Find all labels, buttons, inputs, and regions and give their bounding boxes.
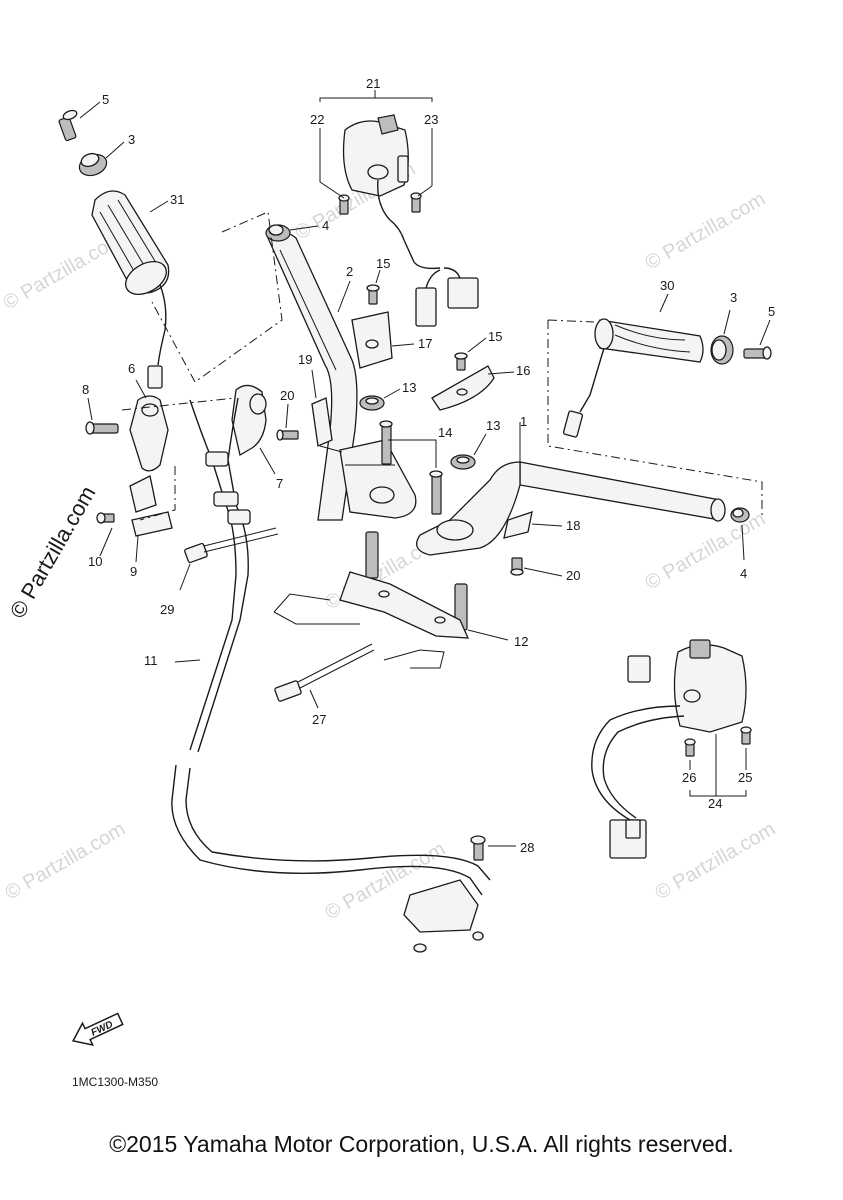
callout-22: 22 [310,112,324,127]
callout-18: 18 [566,518,580,533]
callout-19: 19 [298,352,312,367]
callout-15: 15 [488,329,502,344]
callout-5: 5 [768,304,775,319]
bolt-28 [470,835,516,861]
callout-17: 17 [418,336,432,351]
throttle-cable-11 [171,397,491,953]
callout-10: 10 [88,554,102,569]
callout-20: 20 [566,568,580,583]
watermark: © Partzilla.com [652,818,780,904]
callout-20: 20 [280,388,294,403]
callout-12: 12 [514,634,528,649]
copyright-footer: ©2015 Yamaha Motor Corporation, U.S.A. A… [109,1131,734,1157]
fastener-parts [276,269,563,577]
watermark-layer: © Partzilla.com © Partzilla.com © Partzi… [0,158,779,924]
callout-2: 2 [346,264,353,279]
callout-25: 25 [738,770,752,785]
callout-labels: 1 2 3 3 4 4 5 5 6 7 8 9 10 11 12 13 13 1… [82,76,775,855]
callout-11: 11 [144,653,158,668]
callout-9: 9 [130,564,137,579]
callout-31: 31 [170,192,184,207]
assembly-bracket-right [547,319,763,518]
callout-23: 23 [424,112,438,127]
callout-28: 28 [520,840,534,855]
callout-3: 3 [128,132,135,147]
callout-16: 16 [516,363,530,378]
right-grip-assembly [562,293,772,438]
bolt-5-left [58,109,78,142]
callout-4: 4 [322,218,329,233]
handlebar-holder-12 [273,531,509,669]
callout-1: 1 [520,414,527,429]
left-grip-31 [91,190,170,389]
callout-5: 5 [102,92,109,107]
grip-end-weight-3 [78,152,108,177]
right-switch-assembly [591,639,752,859]
callout-14: 14 [438,425,452,440]
callout-21: 21 [366,76,380,91]
callout-4: 4 [740,566,747,581]
watermark: © Partzilla.com [642,508,770,594]
callout-7: 7 [276,476,283,491]
fwd-arrow-icon: FWD [71,1012,124,1047]
callout-13: 13 [402,380,416,395]
lever-holder-parts [85,379,276,563]
left-handlebar-2 [265,224,417,521]
callout-24: 24 [708,796,722,811]
callout-30: 30 [660,278,674,293]
callout-15: 15 [376,256,390,271]
watermark: © Partzilla.com [2,818,130,904]
assembly-bracket-left [151,211,283,383]
callout-29: 29 [160,602,174,617]
cable-ties [179,527,375,709]
fwd-label: FWD [90,1019,115,1039]
watermark-bold: © Partzilla.com [5,482,101,623]
left-grip-assembly [58,101,170,389]
watermark: © Partzilla.com [642,188,770,274]
callout-13: 13 [486,418,500,433]
callout-26: 26 [682,770,696,785]
callout-6: 6 [128,361,135,376]
callout-27: 27 [312,712,326,727]
right-handlebar-1 [416,422,750,561]
callout-8: 8 [82,382,89,397]
callout-3: 3 [730,290,737,305]
diagram-code: 1MC1300-M350 [72,1075,158,1089]
left-switch-assembly [319,90,479,327]
